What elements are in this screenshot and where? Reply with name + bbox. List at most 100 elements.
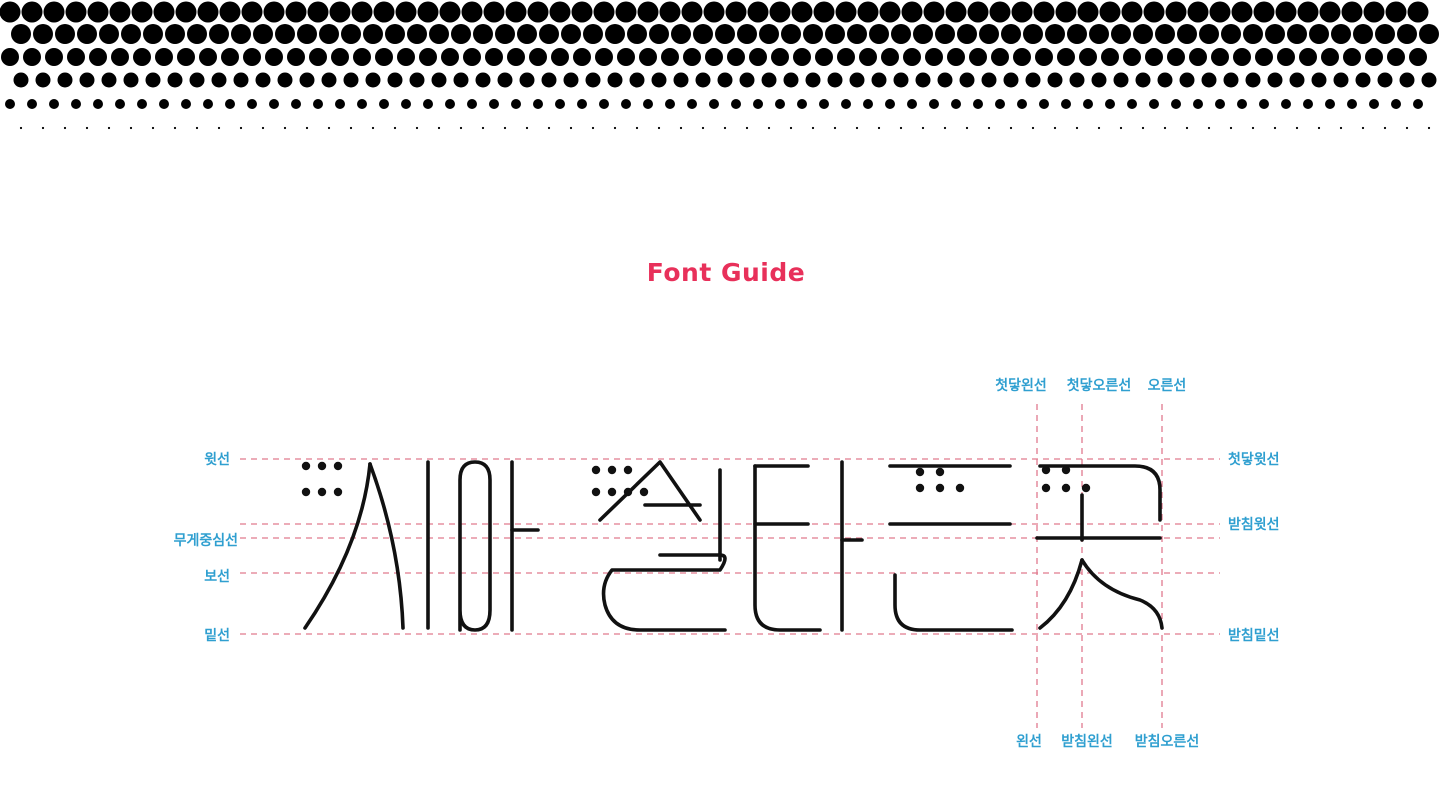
halftone-dot xyxy=(77,24,97,44)
halftone-dot xyxy=(511,99,521,109)
halftone-dot xyxy=(991,48,1009,66)
halftone-dot xyxy=(87,1,109,23)
halftone-dot xyxy=(1399,72,1415,88)
label-initial-top-line: 첫닿윗선 xyxy=(1228,452,1280,468)
halftone-dot xyxy=(143,24,163,44)
halftone-dot xyxy=(93,99,103,109)
halftone-dot xyxy=(417,1,439,23)
halftone-dot xyxy=(1135,72,1151,88)
halftone-dot xyxy=(431,72,447,88)
halftone-dot xyxy=(195,126,199,130)
halftone-dot xyxy=(375,48,393,66)
halftone-dot xyxy=(987,126,991,130)
halftone-dot xyxy=(283,126,287,130)
halftone-dot xyxy=(439,1,461,23)
halftone-dot xyxy=(613,126,617,130)
halftone-dot xyxy=(615,1,637,23)
halftone-dot xyxy=(593,1,615,23)
glyph-dot xyxy=(301,461,311,471)
halftone-dot xyxy=(881,48,899,66)
halftone-dot xyxy=(605,24,625,44)
halftone-dot xyxy=(1341,1,1363,23)
halftone-dot xyxy=(1003,72,1019,88)
halftone-dot xyxy=(901,1,923,23)
halftone-dot xyxy=(629,72,645,88)
halftone-dot xyxy=(133,48,151,66)
halftone-dot xyxy=(943,126,947,130)
halftone-dot xyxy=(539,24,559,44)
halftone-dot xyxy=(573,48,591,66)
halftone-dot xyxy=(33,24,53,44)
halftone-dot xyxy=(0,1,21,23)
halftone-dot xyxy=(863,99,873,109)
halftone-dot xyxy=(1177,24,1197,44)
halftone-dot xyxy=(925,48,943,66)
halftone-dot xyxy=(131,1,153,23)
halftone-dot xyxy=(1211,48,1229,66)
halftone-dot xyxy=(503,126,507,130)
halftone-dot xyxy=(243,48,261,66)
halftone-dot xyxy=(989,1,1011,23)
halftone-dot xyxy=(485,48,503,66)
halftone-dot xyxy=(915,72,931,88)
halftone-dot xyxy=(1207,126,1211,130)
halftone-dot xyxy=(833,126,837,130)
halftone-dot xyxy=(965,126,969,130)
halftone-dot xyxy=(893,72,909,88)
glyph-dot xyxy=(1081,483,1091,493)
halftone-dot xyxy=(1385,1,1407,23)
halftone-dot xyxy=(1047,72,1063,88)
halftone-dot xyxy=(189,72,205,88)
halftone-dot xyxy=(617,48,635,66)
halftone-dot xyxy=(621,99,631,109)
glyph-dot xyxy=(955,483,965,493)
halftone-dot xyxy=(65,1,87,23)
halftone-dot xyxy=(269,99,279,109)
halftone-dot xyxy=(395,1,417,23)
glyph-dot xyxy=(591,487,601,497)
halftone-dot xyxy=(481,126,485,130)
halftone-dot xyxy=(225,99,235,109)
halftone-dot xyxy=(1231,1,1253,23)
halftone-dot xyxy=(607,72,623,88)
halftone-dot xyxy=(981,72,997,88)
halftone-dot xyxy=(775,99,785,109)
halftone-dot xyxy=(1127,99,1137,109)
halftone-dot xyxy=(683,48,701,66)
halftone-dot xyxy=(111,48,129,66)
halftone-dot xyxy=(637,1,659,23)
halftone-dot xyxy=(373,1,395,23)
halftone-dot xyxy=(1353,24,1373,44)
halftone-dot xyxy=(871,72,887,88)
halftone-dot xyxy=(791,1,813,23)
halftone-dot xyxy=(693,24,713,44)
halftone-dot xyxy=(1277,48,1295,66)
glyph-ta xyxy=(753,460,864,632)
halftone-dot xyxy=(1209,1,1231,23)
halftone-dot xyxy=(715,24,735,44)
halftone-dot xyxy=(723,126,727,130)
halftone-dot xyxy=(1243,24,1263,44)
halftone-dot xyxy=(583,24,603,44)
halftone-dot xyxy=(1105,99,1115,109)
halftone-dot xyxy=(695,72,711,88)
halftone-dot xyxy=(1221,24,1241,44)
page-title: Font Guide xyxy=(646,258,806,287)
halftone-dot xyxy=(275,24,295,44)
halftone-dot xyxy=(561,24,581,44)
label-bottom-line: 밑선 xyxy=(204,627,230,644)
halftone-dot xyxy=(387,72,403,88)
halftone-dot xyxy=(109,1,131,23)
halftone-dot xyxy=(907,99,917,109)
halftone-dot xyxy=(63,126,67,130)
halftone-dot xyxy=(357,99,367,109)
halftone-dot xyxy=(805,72,821,88)
halftone-dot xyxy=(1405,126,1409,130)
halftone-dot xyxy=(463,48,481,66)
halftone-dot xyxy=(313,99,323,109)
halftone-dot xyxy=(253,24,273,44)
halftone-dot xyxy=(1201,72,1217,88)
halftone-dot xyxy=(1265,24,1285,44)
halftone-dot xyxy=(1111,24,1131,44)
halftone-dot xyxy=(1319,1,1341,23)
